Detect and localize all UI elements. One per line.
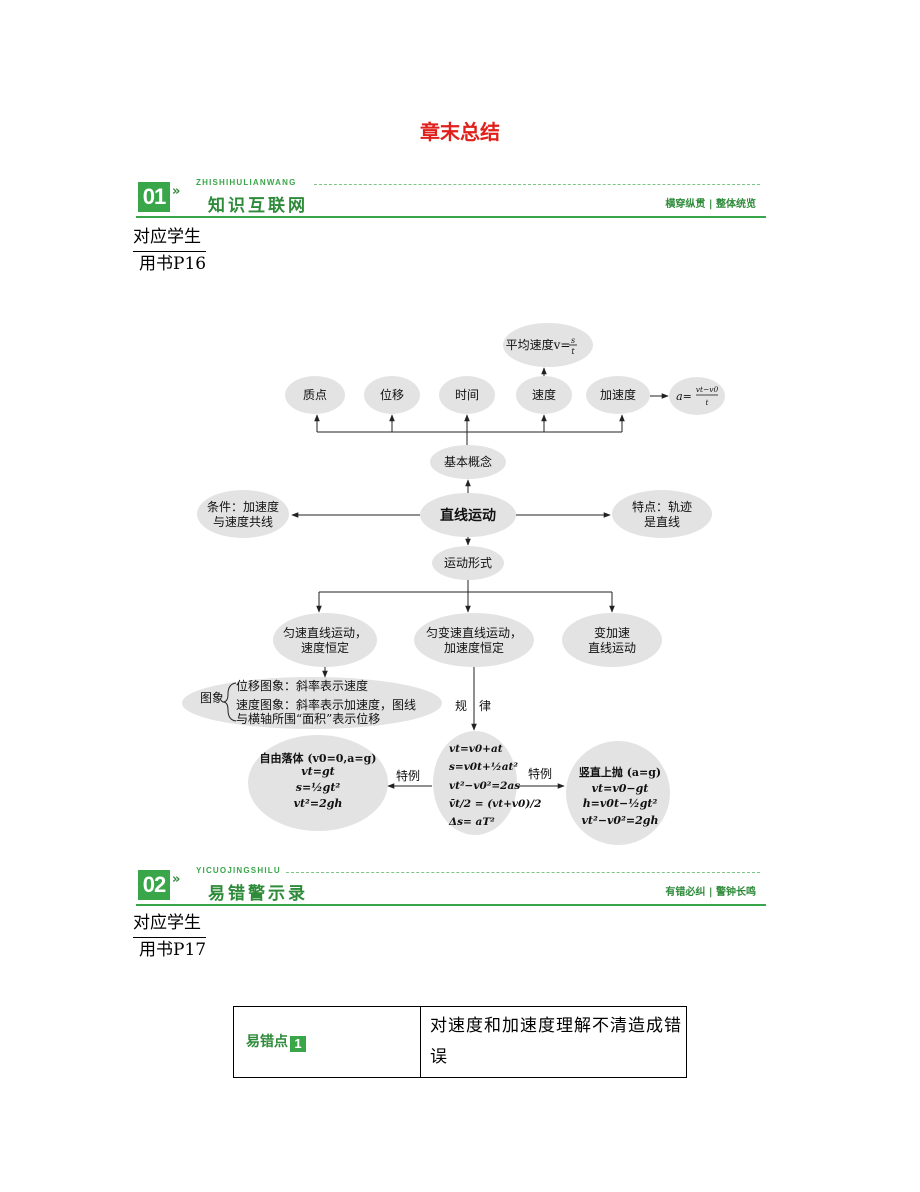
uniform-accel-line-2: 加速度恒定 (444, 640, 504, 655)
basic-concepts-node (430, 445, 506, 479)
concept-map-diagram: 平均速度v= s t 质点 位移 时间 速度 加速度 a= vt−v0 t 基本… (182, 323, 725, 845)
variable-line-2: 直线运动 (588, 641, 636, 655)
accel-denominator: t (705, 398, 709, 407)
section-header-error-warnings: 02 » YICUOJINGSHILU 易错警示录 有错必纠 | 警钟长鸣 (136, 866, 766, 906)
center-label: 直线运动 (440, 507, 496, 524)
reference-page: 用书P16 (139, 254, 207, 274)
free-fall-formula-3: vt²=2gh (294, 797, 343, 810)
special-case-label-left: 特例 (396, 768, 420, 783)
concept-node-displacement (364, 376, 420, 414)
graph-node (182, 677, 442, 729)
accel-formula-label: a= (676, 390, 692, 403)
double-chevron-icon: » (172, 184, 181, 199)
graph-line-3: 与横轴所围“面积”表示位移 (236, 711, 380, 726)
avg-speed-label: 平均速度v= (506, 337, 571, 352)
free-fall-node (248, 735, 388, 831)
avg-speed-numerator: s (571, 336, 575, 345)
section-heading: 知识互联网 (208, 196, 308, 216)
section-underline (136, 216, 766, 218)
variable-line-1: 变加速 (594, 625, 630, 640)
motion-forms-node (432, 546, 504, 580)
reference-label: 对应学生 (133, 225, 206, 252)
concept-label-4: 加速度 (600, 387, 636, 402)
motion-forms-label: 运动形式 (444, 556, 492, 570)
condition-node (197, 490, 289, 538)
formula-4: v̄t/2 = (vt+v0)/2 (449, 798, 541, 810)
variable-accel-node (562, 613, 662, 667)
formula-5: Δs= aT² (448, 816, 495, 828)
error-point-description: 对速度和加速度理解不清造成错误 (430, 1016, 682, 1067)
concept-label-2: 时间 (455, 388, 479, 402)
concept-label-3: 速度 (532, 387, 556, 402)
center-node (420, 493, 516, 537)
section-number: 02 (138, 870, 170, 900)
section-number: 01 (138, 182, 170, 212)
page-title: 章末总结 (420, 120, 500, 144)
vertical-throw-formula-3: vt²−v0²=2gh (582, 814, 659, 827)
condition-line-2: 与速度共线 (213, 514, 273, 529)
condition-line-1: 条件：加速度 (207, 499, 279, 514)
section-pinyin: YICUOJINGSHILU (196, 866, 281, 875)
uniform-line-2: 速度恒定 (301, 640, 349, 655)
section-heading: 易错警示录 (208, 884, 308, 904)
concept-node-acceleration (586, 376, 650, 414)
basic-concepts-label: 基本概念 (444, 454, 492, 469)
graph-line-1: 位移图象：斜率表示速度 (236, 678, 368, 693)
free-fall-formula-1: vt=gt (301, 765, 334, 778)
concept-node-particle (285, 376, 345, 414)
vertical-throw-formula-2: h=v0t−½gt² (583, 797, 658, 810)
concept-label-0: 质点 (303, 388, 327, 402)
avg-speed-node (503, 323, 593, 367)
free-fall-formula-2: s=½gt² (296, 781, 341, 794)
section-underline (136, 904, 766, 906)
concept-node-velocity (516, 376, 572, 414)
concept-node-time (439, 376, 495, 414)
formulas-node (433, 731, 517, 835)
vertical-throw-node (566, 741, 670, 845)
free-fall-title: 自由落体 (v0=0,a=g) (259, 751, 376, 765)
feature-line-2: 是直线 (644, 515, 680, 529)
section-tagline: 横穿纵贯 | 整体统览 (665, 199, 756, 210)
book-reference: 对应学生 用书P16 (133, 225, 206, 277)
formula-3: vt²−v0²=2as (449, 780, 520, 792)
law-label: 规 律 (455, 698, 491, 713)
book-reference: 对应学生 用书P17 (133, 911, 206, 963)
accel-formula-node (669, 377, 725, 415)
feature-node (612, 490, 712, 538)
section-pinyin: ZHISHIHULIANWANG (196, 178, 297, 187)
double-chevron-icon: » (172, 872, 181, 887)
feature-line-1: 特点：轨迹 (632, 499, 692, 514)
graph-label: 图象 (200, 691, 224, 705)
graph-line-2: 速度图象：斜率表示加速度，图线 (236, 697, 416, 712)
dashed-divider (286, 872, 760, 873)
uniform-motion-node (273, 613, 377, 667)
concept-label-1: 位移 (380, 387, 404, 402)
uniform-line-1: 匀速直线运动， (283, 626, 367, 640)
avg-speed-denominator: t (571, 347, 575, 356)
error-point-number-badge: 1 (290, 1036, 306, 1052)
formula-2: s=v0t+½at² (449, 761, 518, 773)
dashed-divider (314, 184, 760, 185)
section-header-knowledge-network: 01 » ZHISHIHULIANWANG 知识互联网 横穿纵贯 | 整体统览 (136, 178, 766, 218)
reference-page: 用书P17 (139, 940, 207, 960)
section-tagline: 有错必纠 | 警钟长鸣 (665, 887, 756, 898)
uniform-accel-line-1: 匀变速直线运动， (426, 625, 522, 640)
accel-numerator: vt−v0 (696, 385, 719, 394)
special-case-label-right: 特例 (528, 766, 552, 781)
uniform-accel-node (414, 613, 534, 667)
error-point-label: 易错点 (246, 1034, 288, 1050)
vertical-throw-formula-1: vt=v0−gt (592, 782, 649, 795)
vertical-throw-title: 竖直上抛 (a=g) (579, 765, 661, 779)
reference-label: 对应学生 (133, 911, 206, 938)
formula-1: vt=v0+at (449, 743, 503, 755)
